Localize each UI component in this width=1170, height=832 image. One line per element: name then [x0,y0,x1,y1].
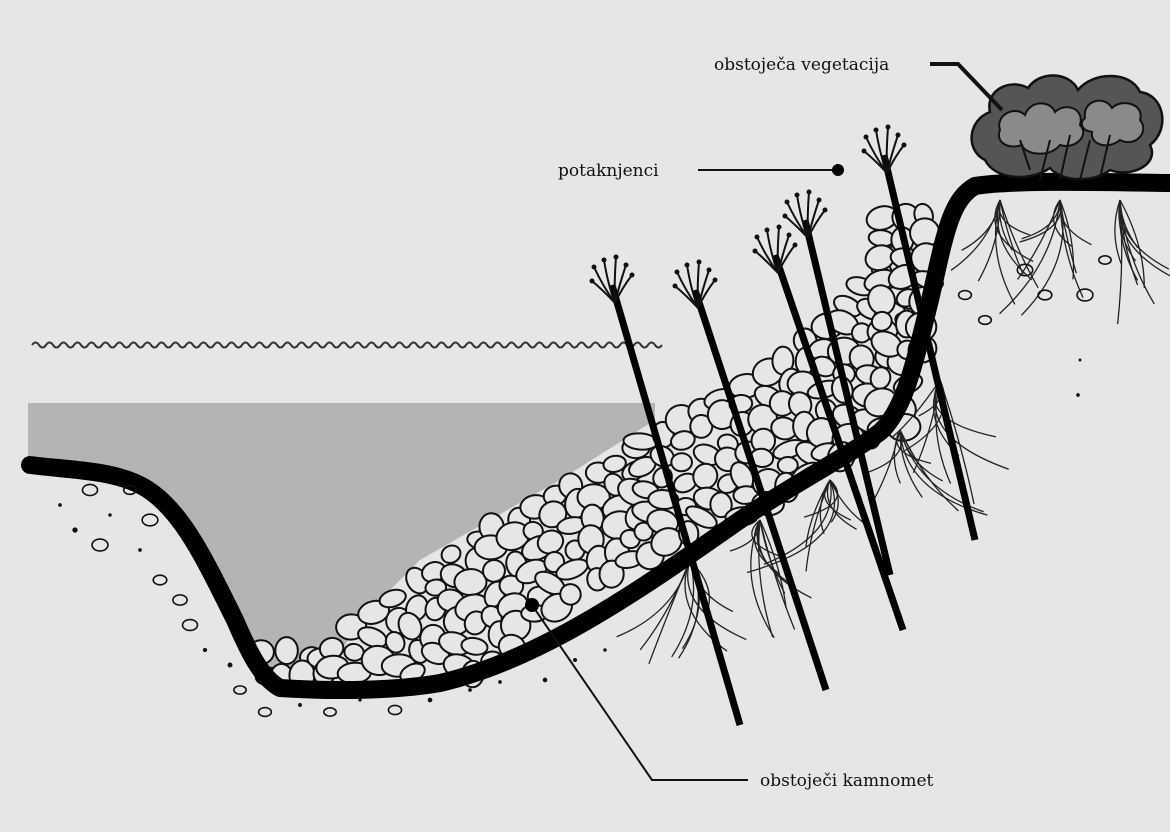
riprap-stone [454,569,487,596]
cutting-bud [685,263,690,268]
cutting-bud [777,225,782,230]
label-existing-riprap: obstoječi kamnomet [760,771,934,791]
existing-vegetation-bush [972,75,1163,180]
cutting-bud [874,128,879,133]
cutting-bud [823,208,828,213]
cutting-bud [624,263,629,268]
riprap-pointer-dot [525,598,539,612]
label-cuttings: potaknjenci [558,161,659,181]
cutting-bud [673,284,678,289]
cutting-bud [707,268,712,273]
cutting-bud [793,243,798,248]
riprap-stone [671,453,692,471]
label-existing-vegetation: obstoječa vegetacija [714,55,889,75]
cutting-bud [713,278,718,283]
soil-dot [468,688,472,692]
cutting-bud [896,133,901,138]
soil-dot [138,548,142,552]
cutting-bud [795,193,800,198]
cuttings-pointer-dot [832,164,844,176]
soil-dot [1076,393,1080,397]
soil-dot [498,680,502,684]
cutting-bud [902,143,907,148]
soil-dot [108,513,111,516]
soil-dot [298,703,302,707]
soil-dot [203,648,207,652]
cutting-bud [630,273,635,278]
soil-dot [228,663,233,668]
soil-dot [428,698,433,703]
cutting-bud [783,214,788,219]
cutting-bud [675,270,680,275]
cutting-bud [785,200,790,205]
cutting-bud [753,249,758,254]
cutting-bud [864,135,869,140]
cutting-bud [697,260,702,265]
cutting-bud [787,233,792,238]
cutting-bud [614,255,619,260]
cutting-bud [755,235,760,240]
soil-dot [543,678,548,683]
soil-dot [603,648,606,651]
cutting-bud [817,198,822,203]
cutting-bud [592,265,597,270]
cutting-bud [590,279,595,284]
riprap-stone [275,637,298,664]
cutting-bud [862,149,867,154]
cutting-bud [886,125,891,130]
soil-dot [573,658,577,662]
soil-dot [72,527,77,532]
cutting-bud [807,190,812,195]
cutting-bud [602,258,607,263]
soil-dot [358,698,361,701]
soil-dot [1079,359,1082,362]
cutting-bud [765,228,770,233]
soil-dot [58,503,62,507]
